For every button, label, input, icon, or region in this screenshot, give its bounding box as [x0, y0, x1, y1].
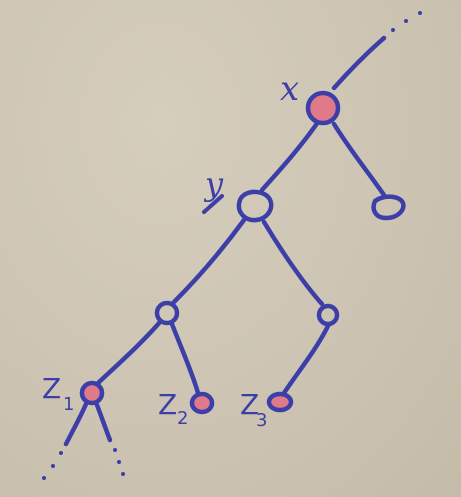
node-z2 [189, 391, 215, 415]
label-z1-subscript: 1 [63, 394, 74, 415]
edge-x-to-right-child [331, 121, 387, 198]
edge-z1-down-left [63, 401, 89, 447]
edge-right-child-to-z3 [281, 323, 331, 396]
edge-x-to-y [259, 119, 321, 193]
tree-edges [63, 35, 387, 447]
dot-left-1 [59, 451, 63, 455]
label-y: y [203, 165, 224, 203]
node-y-right-child [316, 303, 340, 327]
label-z3: Z [240, 388, 259, 421]
node-y [236, 189, 274, 223]
label-z1: Z [42, 372, 61, 405]
tree-nodes [79, 90, 406, 415]
node-z3 [266, 391, 294, 413]
ellipsis-dots [42, 11, 422, 480]
edge-z1-down-right [94, 402, 113, 443]
dot-top-3 [418, 11, 422, 15]
dot-right-3 [121, 472, 125, 476]
dot-top-1 [391, 28, 395, 32]
node-x [305, 90, 341, 126]
node-y-left-child [154, 300, 180, 326]
edge-y-to-right-child [261, 219, 325, 307]
dot-left-3 [42, 476, 46, 480]
node-x-right-child [371, 194, 406, 221]
node-z1 [79, 380, 105, 406]
label-x: x [280, 69, 299, 109]
label-z2-subscript: 2 [177, 408, 188, 429]
dot-left-2 [51, 464, 55, 468]
dot-right-2 [117, 460, 121, 464]
edge-y-to-left-child [171, 217, 247, 305]
edge-left-child-to-z1 [94, 319, 163, 387]
label-z2: Z [158, 388, 177, 421]
dot-top-2 [404, 19, 408, 23]
edge-parent-to-x [331, 35, 387, 91]
label-z3-subscript: 3 [256, 410, 267, 431]
dot-right-1 [113, 448, 117, 452]
edge-left-child-to-z2 [169, 321, 201, 396]
y-label-stroke [202, 194, 224, 214]
